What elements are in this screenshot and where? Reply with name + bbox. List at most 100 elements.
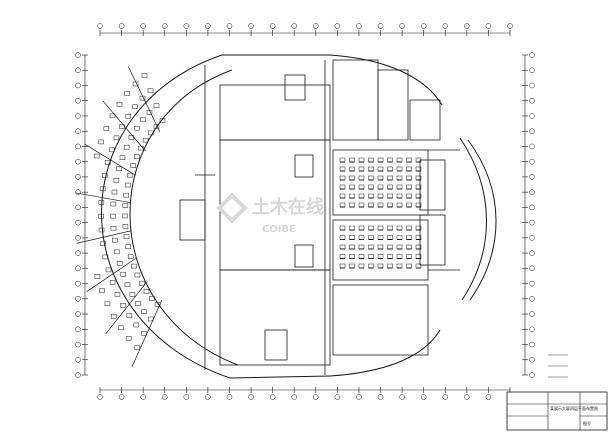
- grid-bubble: [248, 394, 254, 400]
- desk: [119, 155, 126, 160]
- desk: [125, 182, 131, 188]
- grid-bubble: [291, 394, 297, 400]
- grid-bubble: [529, 113, 535, 119]
- desk: [105, 160, 111, 165]
- grid-bubble: [269, 23, 276, 29]
- desk: [358, 263, 365, 269]
- desk: [131, 263, 137, 269]
- grid-bubble: [420, 23, 427, 29]
- grid-bubble: [205, 23, 211, 29]
- grid-bubble: [75, 341, 81, 348]
- grid-bubble: [377, 23, 384, 29]
- desk: [143, 288, 150, 294]
- desk: [109, 113, 116, 119]
- desk: [368, 254, 374, 259]
- grid-bubble: [75, 311, 81, 317]
- desk: [387, 157, 393, 163]
- grid-bubble: [399, 394, 405, 400]
- desk: [349, 175, 355, 181]
- desk: [377, 263, 384, 269]
- grid-bubble: [75, 296, 81, 302]
- desk: [349, 235, 355, 240]
- partition: [84, 143, 136, 176]
- grid-bubble: [226, 394, 233, 400]
- grid-bubble: [529, 341, 535, 348]
- desk: [368, 244, 374, 250]
- desk: [396, 157, 403, 163]
- desk: [349, 193, 355, 199]
- desk: [368, 193, 374, 199]
- desk: [138, 281, 145, 286]
- desk: [396, 184, 403, 190]
- desk: [368, 184, 374, 190]
- grid-bubble: [529, 357, 535, 363]
- title-block: 某展示大厦四层平面布置图 图号: [506, 391, 608, 431]
- desk: [116, 166, 122, 172]
- grid-bubble: [183, 394, 190, 400]
- desk: [387, 184, 393, 190]
- desk: [124, 282, 131, 287]
- grid-bubble: [75, 128, 81, 134]
- desk: [358, 202, 365, 208]
- title-block-title: 某展示大厦四层平面布置图: [550, 405, 598, 411]
- desk: [387, 193, 393, 199]
- desk: [396, 202, 403, 208]
- grid-bubble: [529, 204, 535, 211]
- grid-bubble: [75, 97, 81, 104]
- grid-bubble: [75, 82, 81, 89]
- desk: [406, 157, 412, 163]
- desk: [127, 172, 133, 178]
- desk: [368, 235, 374, 240]
- desk: [387, 244, 393, 250]
- grid-bubble: [529, 158, 535, 165]
- desk: [377, 166, 384, 172]
- desk: [396, 244, 403, 250]
- grid-bubble: [334, 23, 341, 29]
- desk: [124, 91, 130, 96]
- desk: [134, 345, 140, 350]
- desk: [126, 313, 133, 318]
- desk: [113, 135, 120, 141]
- desk: [368, 157, 374, 163]
- desk: [387, 235, 393, 240]
- desk: [396, 166, 403, 172]
- desk: [109, 280, 116, 285]
- grid-bubble: [313, 23, 319, 29]
- desk: [387, 166, 393, 172]
- desk: [406, 202, 412, 208]
- desk: [130, 163, 136, 168]
- desk: [387, 254, 393, 259]
- grid-axis-right: [522, 52, 535, 378]
- desk: [377, 244, 384, 250]
- desk: [396, 263, 403, 269]
- partition: [131, 299, 163, 368]
- desk: [368, 225, 374, 231]
- desk: [406, 166, 412, 172]
- grid-bubble: [75, 52, 81, 58]
- desk: [129, 292, 136, 297]
- desk: [358, 184, 365, 190]
- grid-bubble: [377, 394, 384, 400]
- desk: [120, 271, 126, 277]
- grid-bubble: [442, 23, 449, 29]
- interior-walls: [179, 59, 460, 375]
- desk: [358, 244, 365, 250]
- legend: [548, 354, 568, 378]
- desk: [122, 224, 129, 229]
- grid-bubble: [269, 394, 276, 400]
- desk: [349, 225, 355, 231]
- desk-clusters: [75, 66, 422, 368]
- grid-bubble: [529, 143, 535, 150]
- grid-bubble: [529, 219, 535, 226]
- desk: [396, 254, 403, 259]
- grid-bubble: [140, 394, 146, 400]
- desk: [377, 254, 384, 259]
- desk: [110, 213, 116, 219]
- desk: [125, 244, 132, 250]
- desk: [125, 113, 131, 119]
- watermark-en: COIBE: [262, 224, 296, 235]
- desk: [349, 254, 355, 259]
- desk: [396, 193, 403, 199]
- desk: [140, 117, 146, 123]
